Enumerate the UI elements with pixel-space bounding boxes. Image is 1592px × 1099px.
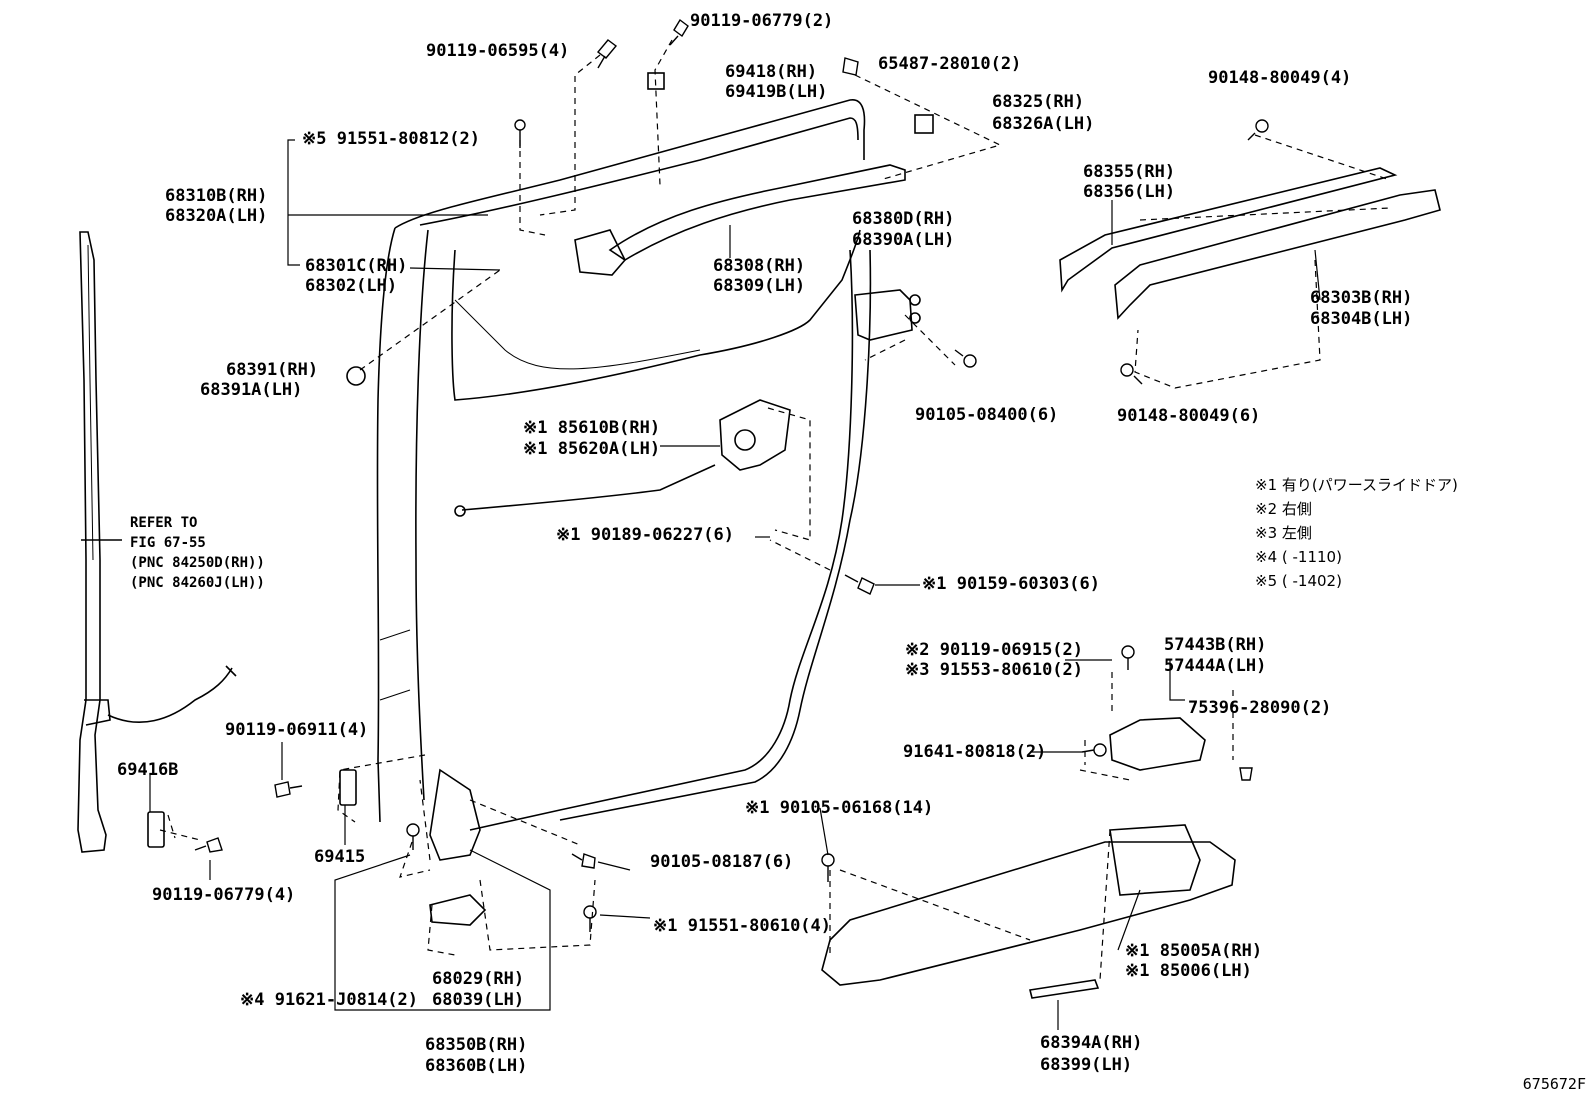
- legend-note: ※5 ( -1402): [1255, 572, 1342, 590]
- part-label: ※1 90159-60303(6): [922, 574, 1101, 594]
- part-label: ※2 90119-06915(2): [905, 640, 1084, 660]
- part-label: 90148-80049(4): [1208, 68, 1352, 88]
- part-label: ※1 85006(LH): [1125, 961, 1252, 981]
- part-label: 91641-80818(2): [903, 742, 1047, 762]
- part-label: ※1 90189-06227(6): [556, 525, 735, 545]
- part-label: ※5 91551-80812(2): [302, 129, 481, 149]
- part-label: 68360B(LH): [425, 1056, 528, 1076]
- bolt-icons: [194, 18, 1269, 932]
- roller-assembly-drawing: [429, 768, 487, 926]
- part-label: 68394A(RH): [1040, 1033, 1143, 1053]
- refer-line: (PNC 84260J(LH)): [130, 575, 265, 591]
- part-label: 68355(RH): [1083, 162, 1176, 182]
- legend-note: ※4 ( -1110): [1255, 548, 1342, 566]
- part-label: 68303B(RH): [1310, 288, 1413, 308]
- part-label: ※4 91621-J0814(2): [240, 990, 419, 1010]
- part-label: 68302(LH): [305, 276, 398, 296]
- part-label: 69418(RH): [725, 62, 818, 82]
- part-label: 68325(RH): [992, 92, 1085, 112]
- part-label: 69415: [314, 847, 366, 867]
- part-label: 68326A(LH): [992, 114, 1095, 134]
- part-label: ※1 85005A(RH): [1125, 941, 1263, 961]
- part-label: 65487-28010(2): [878, 54, 1022, 74]
- solid-leaders: [149, 139, 1321, 1030]
- legend-note: ※1 有り(パワースライドドア): [1255, 476, 1458, 494]
- part-label: ※3 91553-80610(2): [905, 660, 1084, 680]
- side-rail-drawing: [1059, 167, 1441, 320]
- part-label: ※1 85610B(RH): [523, 418, 661, 438]
- lock-actuator-drawing: [454, 399, 791, 517]
- legend-note: ※2 右側: [1255, 500, 1312, 518]
- refer-line: (PNC 84250D(RH)): [130, 555, 265, 571]
- door-frame-drawing: [376, 99, 872, 831]
- part-label: ※1 85620A(LH): [523, 439, 661, 459]
- part-label: 68039(LH): [432, 990, 525, 1010]
- part-label: 57444A(LH): [1164, 656, 1267, 676]
- part-label: 68390A(LH): [852, 230, 955, 250]
- part-label: 68301C(RH): [305, 256, 408, 276]
- part-label: 68029(RH): [432, 969, 525, 989]
- part-label: 90119-06911(4): [225, 720, 369, 740]
- lower-bracket-drawing: [821, 824, 1236, 986]
- part-label: ※1 90105-06168(14): [745, 798, 934, 818]
- refer-line: REFER TO: [130, 515, 198, 531]
- part-label: 68391(RH): [226, 360, 319, 380]
- part-label: 75396-28090(2): [1188, 698, 1332, 718]
- part-label: 68309(LH): [713, 276, 806, 296]
- part-label: 68391A(LH): [200, 380, 303, 400]
- refer-line: FIG 67-55: [130, 535, 206, 551]
- weatherstrip-drawing: [77, 231, 237, 853]
- upper-rail-drawing: [574, 164, 906, 276]
- small-parts-drawing: [147, 72, 1100, 999]
- part-label: 68320A(LH): [165, 206, 268, 226]
- legend-note: ※3 左側: [1255, 524, 1312, 542]
- part-label: 68310B(RH): [165, 186, 268, 206]
- hinge-drawing: [854, 289, 921, 341]
- part-label: 90105-08400(6): [915, 405, 1059, 425]
- part-label: 90105-08187(6): [650, 852, 794, 872]
- part-label: 68380D(RH): [852, 209, 955, 229]
- part-label: ※1 91551-80610(4): [653, 916, 832, 936]
- cover-drawing: [1109, 717, 1206, 771]
- part-label: 68350B(RH): [425, 1035, 528, 1055]
- part-label: 90119-06595(4): [426, 41, 570, 61]
- part-label: 90119-06779(2): [690, 11, 834, 31]
- part-label: 69419B(LH): [725, 82, 828, 102]
- part-label: 90119-06779(4): [152, 885, 296, 905]
- part-label: 68399(LH): [1040, 1055, 1133, 1075]
- part-label: 57443B(RH): [1164, 635, 1267, 655]
- part-label: 68304B(LH): [1310, 309, 1413, 329]
- part-label: 69416B: [117, 760, 179, 780]
- part-label: 90148-80049(6): [1117, 406, 1261, 426]
- dashed-leaders: [159, 39, 1391, 981]
- part-label: 68356(LH): [1083, 182, 1176, 202]
- part-label: 68308(RH): [713, 256, 806, 276]
- diagram-code: 675672F: [1522, 1075, 1586, 1093]
